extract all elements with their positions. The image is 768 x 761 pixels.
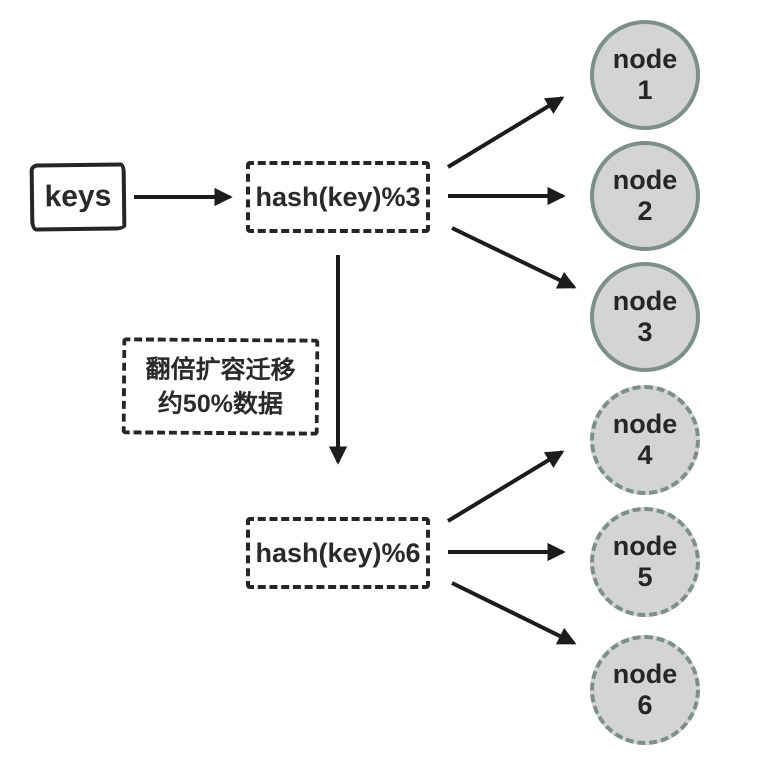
hash-mod3-box: hash(key)%3: [246, 161, 430, 233]
node-2-circle: node 2: [590, 141, 700, 251]
keys-label: keys: [44, 179, 112, 214]
node-label: node: [612, 165, 678, 195]
node-label: node: [612, 531, 678, 561]
node-label: node: [612, 409, 678, 439]
node-number: 5: [637, 562, 653, 592]
arrow-hash3-to-node1: [446, 96, 565, 169]
node-number: 6: [637, 690, 653, 720]
node-1-circle: node 1: [590, 20, 700, 130]
arrow-hash3-to-node3: [451, 226, 577, 289]
arrow-hash6-to-node6: [451, 581, 577, 645]
node-5-circle: node 5: [590, 507, 700, 617]
node-label: node: [612, 44, 678, 74]
node-number: 1: [637, 75, 653, 105]
hash-mod6-label: hash(key)%6: [255, 537, 421, 568]
hash-mod3-label: hash(key)%3: [255, 181, 421, 212]
migration-note-line2: 约50%数据: [157, 389, 283, 418]
node-label: node: [612, 286, 678, 316]
node-4-circle: node 4: [590, 385, 700, 495]
migration-note-line1: 翻倍扩容迁移: [145, 354, 296, 385]
node-3-circle: node 3: [590, 262, 700, 372]
keys-box: keys: [29, 162, 127, 232]
arrow-hash6-to-node4: [446, 450, 565, 523]
node-number: 2: [637, 196, 653, 226]
node-6-circle: node 6: [590, 635, 700, 745]
node-number: 3: [637, 317, 653, 347]
node-label: node: [612, 659, 678, 689]
node-number: 4: [637, 440, 653, 470]
migration-note-box: 翻倍扩容迁移 约50%数据: [121, 337, 320, 436]
hash-mod6-box: hash(key)%6: [246, 517, 430, 589]
